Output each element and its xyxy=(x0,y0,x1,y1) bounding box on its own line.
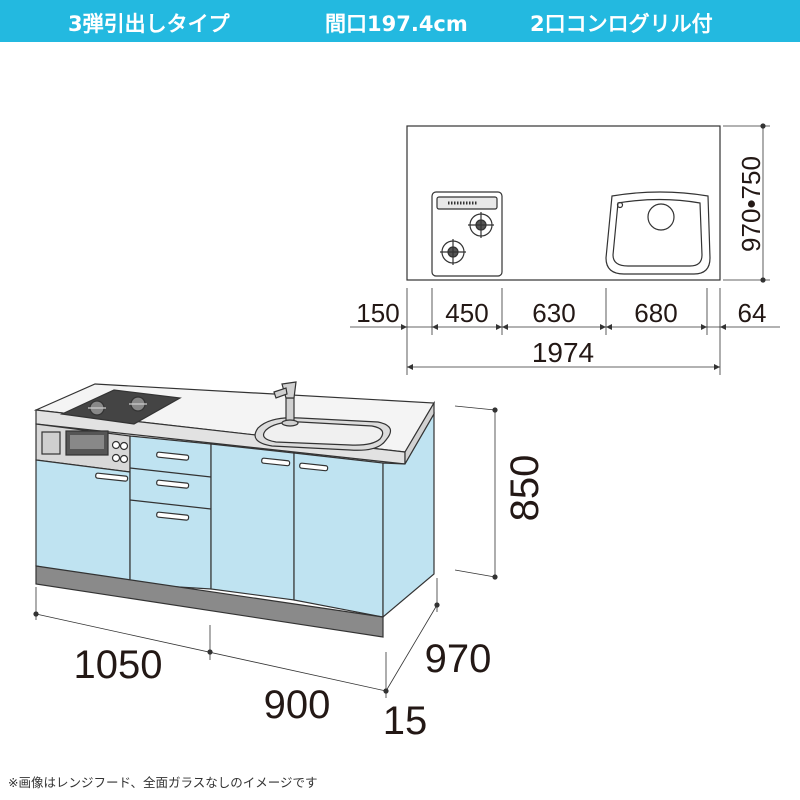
segment-label-64: 64 xyxy=(738,298,767,328)
header-type-label: 3弾引出しタイプ xyxy=(68,12,230,36)
segment-label-150: 150 xyxy=(356,298,399,328)
segment-label-630: 630 xyxy=(532,298,575,328)
plinth-label: 15 xyxy=(383,699,428,743)
total-width-label: 1974 xyxy=(532,337,594,368)
header-grill-label: 2口コンログリル付 xyxy=(530,12,713,36)
faucet-icon xyxy=(273,381,299,427)
depth-label: 970•750 xyxy=(736,156,766,252)
header-width-label: 間口197.4cm xyxy=(325,12,468,36)
stove-plan-icon xyxy=(431,191,503,277)
front-dimensions xyxy=(33,405,498,698)
depth-front-label: 970 xyxy=(425,637,492,681)
segment-label-450: 450 xyxy=(445,298,488,328)
top-view xyxy=(350,123,780,375)
sink-icon xyxy=(254,417,392,451)
sink-plan-icon xyxy=(605,191,711,275)
left-width-label: 1050 xyxy=(74,643,163,687)
header-bar: 3弾引出しタイプ 間口197.4cm 2口コンログリル付 xyxy=(0,0,800,42)
right-width-label: 900 xyxy=(264,683,331,727)
height-label: 850 xyxy=(503,455,547,522)
image-note: ※画像はレンジフード、全面ガラスなしのイメージです xyxy=(8,775,318,790)
segment-label-680: 680 xyxy=(634,298,677,328)
cooktop-icon xyxy=(59,389,182,425)
countertop-plan xyxy=(406,125,721,281)
